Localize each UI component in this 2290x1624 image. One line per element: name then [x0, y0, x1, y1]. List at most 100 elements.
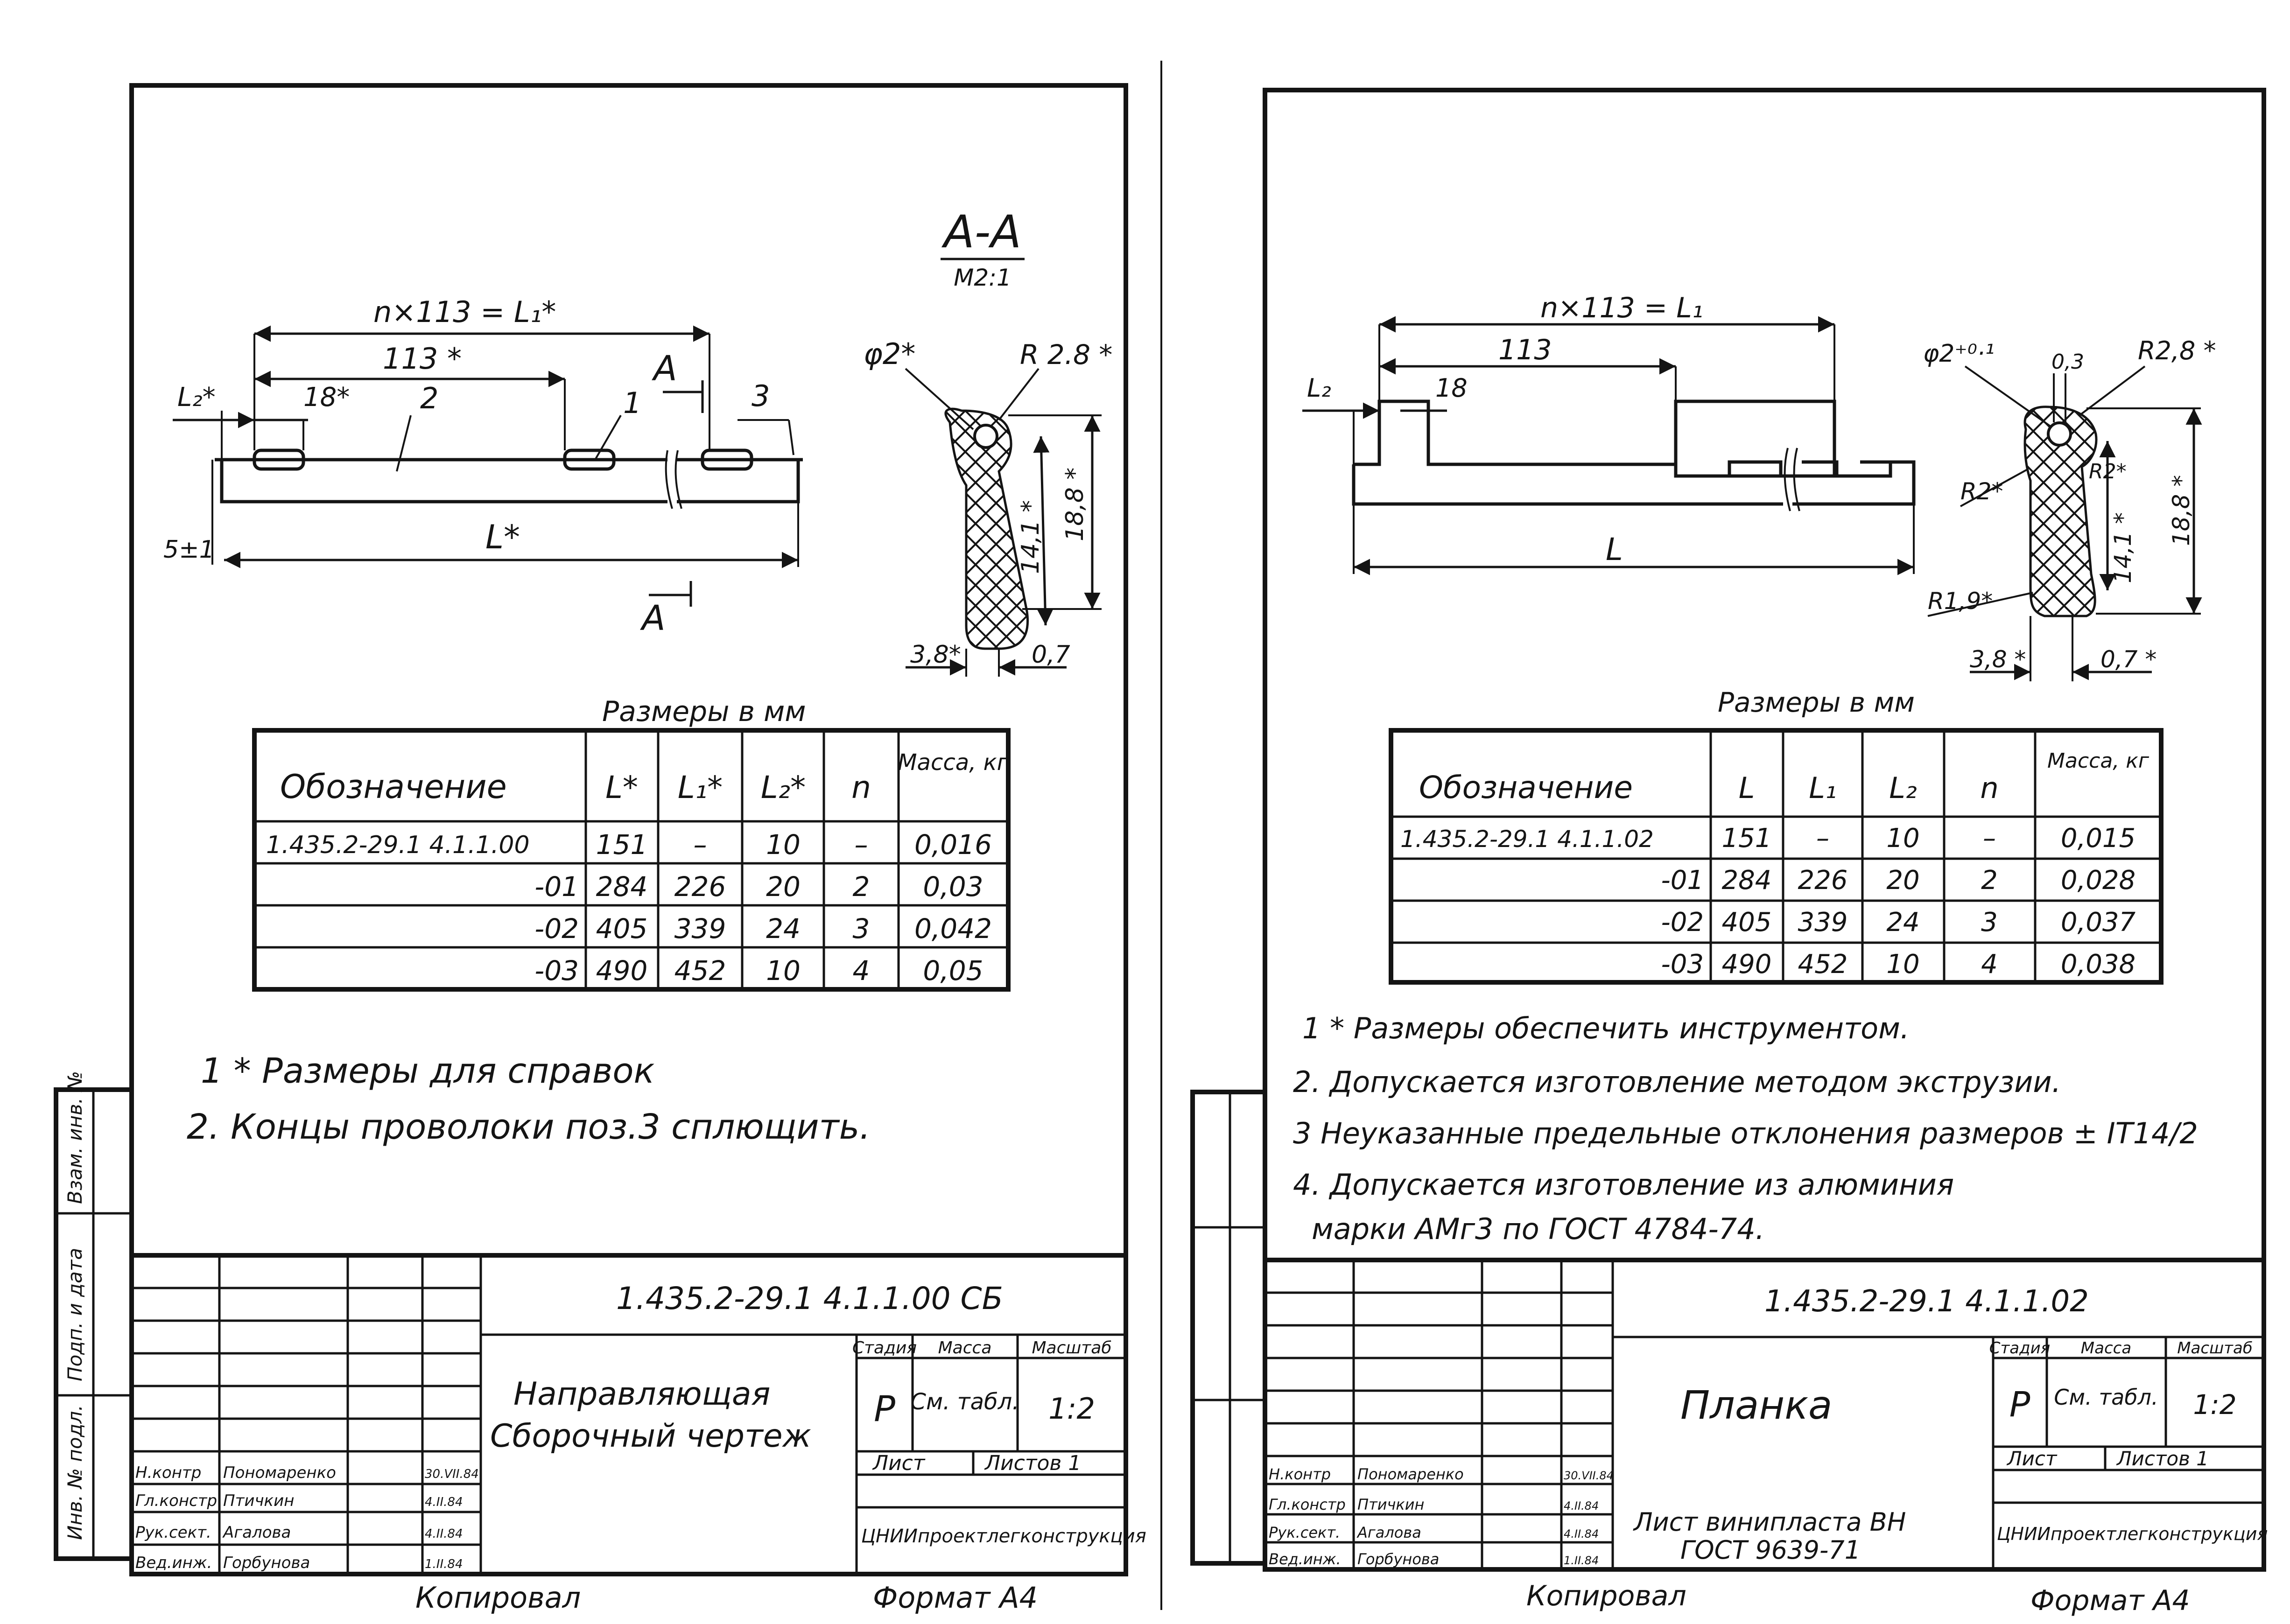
left-note-2: 2. Концы проволоки поз.3 сплющить.	[187, 1107, 871, 1147]
left-footer-format: Формат А4	[873, 1581, 1038, 1615]
right-designation: 1.435.2-29.1 4.1.1.02	[1764, 1284, 2089, 1319]
left-cell: 10	[766, 829, 801, 861]
right-dim-h2: 18,8 *	[2168, 475, 2195, 546]
left-dim-total: n×113 = L₁*	[373, 295, 556, 329]
left-cell: 226	[674, 871, 726, 903]
left-dim-length: L*	[485, 518, 520, 556]
left-callout-3: 3	[752, 379, 770, 413]
right-person-name: Горбунова	[1357, 1550, 1439, 1568]
right-scale-header: Масштаб	[2177, 1339, 2253, 1358]
left-cell: 284	[596, 871, 648, 903]
right-th-l: L	[1739, 771, 1755, 805]
right-cell: 10	[1886, 823, 1919, 854]
left-th-designation: Обозначение	[280, 768, 507, 806]
right-cell: 0,038	[2061, 949, 2135, 980]
right-footer-copied: Копировал	[1526, 1580, 1686, 1612]
left-person-date: 30.VII.84	[425, 1467, 479, 1481]
left-part-name: Направляющая	[513, 1376, 770, 1413]
left-person-role: Гл.констр	[135, 1491, 217, 1510]
right-person-role: Гл.констр	[1269, 1496, 1346, 1513]
right-dim-slot: 18	[1435, 373, 1468, 403]
right-plank-view: n×113 = L₁ 113 L₂ 18 L	[1302, 292, 1916, 575]
right-note-4: 4. Допускается изготовление из алюминия	[1293, 1168, 1954, 1202]
left-dim-pitch: 113 *	[383, 342, 462, 376]
left-dim-h1: 14,1 *	[1017, 500, 1045, 574]
right-dim-dia: φ2⁺⁰·¹	[1923, 340, 1995, 368]
left-dim-w2: 0,7	[1032, 641, 1070, 669]
right-note-5: марки АМг3 по ГОСТ 4784-74.	[1312, 1212, 1764, 1246]
right-cell: 24	[1886, 907, 1919, 938]
left-person-role: Рук.сект.	[135, 1523, 211, 1542]
left-footer-copied: Копировал	[415, 1581, 581, 1615]
right-table: Обозначение L L₁ L₂ n Масса, кг 1.435.2-…	[1389, 728, 2164, 985]
left-note-1: 1 * Размеры для справок	[201, 1051, 654, 1091]
left-stage: Р	[874, 1388, 895, 1429]
left-cell: 0,042	[914, 913, 992, 945]
left-stamp-sign: Подп. и дата	[63, 1248, 86, 1381]
left-sheets-label: Листов 1	[984, 1451, 1081, 1475]
right-signature-rows: Н.контр Пономаренко 30.VII.84 Гл.констр …	[1269, 1465, 1614, 1568]
right-cell-designation: 1.435.2-29.1 4.1.1.02	[1400, 826, 1654, 853]
right-note-2: 2. Допускается изготовление методом экст…	[1293, 1065, 2061, 1099]
left-cell: 0,05	[923, 955, 983, 987]
right-dim-w1: 3,8 *	[1970, 646, 2026, 673]
left-dim-height: 5±1	[163, 536, 215, 564]
left-th-l2: L₂*	[761, 770, 806, 805]
left-section-mark-bottom: А	[640, 598, 666, 638]
left-section-label: А-А	[941, 206, 1021, 258]
table-row: -03 490 452 10 4 0,038	[1661, 949, 2136, 980]
left-mass: См. табл.	[910, 1389, 1019, 1415]
right-person-date: 1.II.84	[1564, 1554, 1599, 1567]
left-cell: 3	[853, 913, 870, 945]
left-callout-1: 1	[623, 386, 641, 420]
right-cell: 452	[1798, 949, 1848, 980]
right-dim-pitch: 113	[1498, 334, 1552, 366]
left-section-scale: М2:1	[954, 264, 1012, 291]
left-th-mass: Масса, кг	[898, 749, 1009, 776]
right-dim-length: L	[1606, 532, 1623, 567]
left-person-role: Вед.инж.	[135, 1554, 212, 1572]
right-cell: 284	[1722, 865, 1772, 896]
right-dim-r2a: R2*	[1960, 478, 2003, 505]
right-title-block: 1.435.2-29.1 4.1.1.02 Планка Лист винипл…	[1263, 1258, 2268, 1572]
right-person-role: Рук.сект.	[1269, 1524, 1340, 1541]
table-row: -03 490 452 10 4 0,05	[534, 955, 983, 987]
right-cell: 4	[1981, 949, 1998, 980]
left-dim-slot: 18*	[303, 382, 350, 413]
right-table-caption: Размеры в мм	[1718, 686, 1915, 718]
left-side-stamp: Инв. № подл. Подп. и дата Взам. инв. №	[54, 1071, 134, 1561]
left-table: Обозначение L* L₁* L₂* n Масса, кг 1.435…	[252, 728, 1011, 992]
left-th-l1: L₁*	[678, 770, 723, 805]
table-row: -02 405 339 24 3 0,037	[1661, 907, 2136, 938]
left-stamp-replace: Взам. инв. №	[63, 1071, 86, 1204]
right-cell: 0,037	[2061, 907, 2136, 938]
left-person-name: Горбунова	[223, 1554, 310, 1572]
right-cell: 339	[1798, 907, 1848, 938]
left-person-role: Н.контр	[135, 1463, 201, 1482]
left-stage-header: Стадия	[852, 1338, 917, 1358]
left-cell: 10	[766, 955, 801, 987]
left-drawing-type: Сборочный чертеж	[490, 1418, 811, 1455]
left-person-name: Птичкин	[223, 1491, 294, 1510]
right-th-mass: Масса, кг	[2047, 749, 2150, 773]
right-cell-designation: -01	[1661, 865, 1704, 896]
right-footer-format: Формат А4	[2030, 1584, 2190, 1617]
left-cell-designation: -02	[534, 913, 579, 945]
right-person-role: Вед.инж.	[1269, 1550, 1341, 1568]
right-stage: Р	[2009, 1385, 2030, 1425]
left-th-l: L*	[605, 770, 638, 805]
right-th-n: n	[1980, 771, 1998, 805]
right-person-name: Птичкин	[1357, 1496, 1424, 1513]
right-stage-header: Стадия	[1989, 1339, 2050, 1358]
left-guide-view: n×113 = L₁* 113 * L₂* 18* А А 2 1 3	[163, 295, 803, 638]
right-cell: 226	[1798, 865, 1848, 896]
right-person-date: 4.II.84	[1564, 1527, 1599, 1540]
right-cell: –	[1983, 823, 1996, 854]
left-person-name: Агалова	[222, 1523, 291, 1542]
right-cell-designation: -03	[1661, 949, 1704, 980]
right-mass-header: Масса	[2081, 1339, 2131, 1358]
right-th-l1: L₁	[1809, 771, 1836, 805]
right-org: ЦНИИпроектлегконструкция	[1997, 1524, 2268, 1544]
left-dim-dia: φ2*	[864, 337, 915, 371]
